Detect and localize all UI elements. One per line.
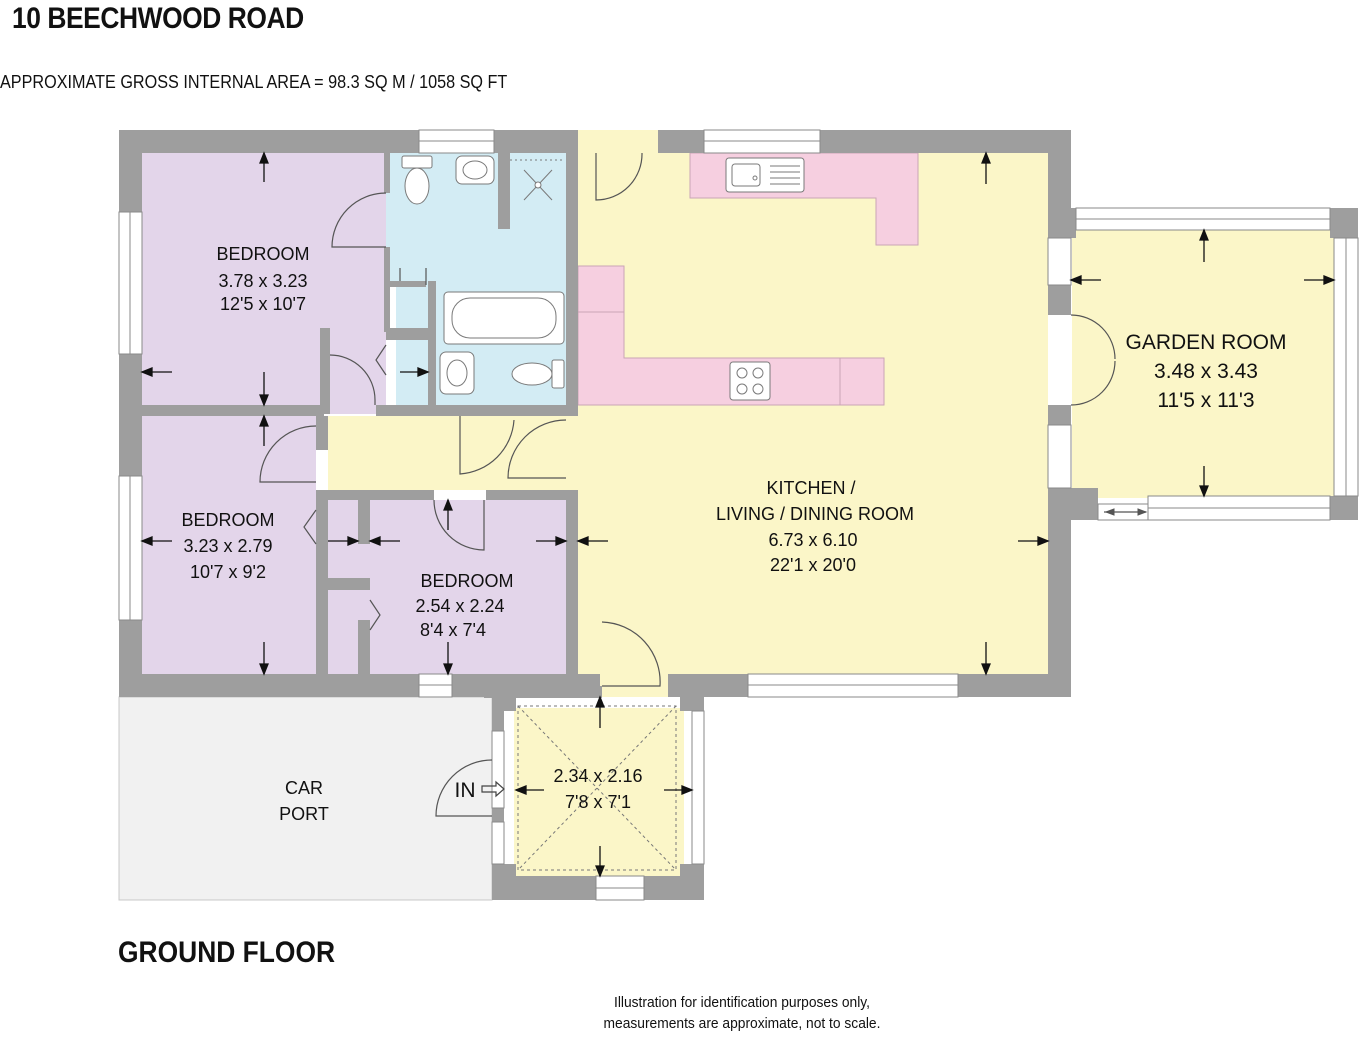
door-wardrobe1 [329,354,376,405]
car-port-line-1: CAR [285,778,323,798]
bedroom-2-area [142,416,316,674]
window-garden-left-bottom [1047,424,1072,489]
door-shower [399,268,427,285]
toilet-2-icon [511,359,565,389]
basin-icon [455,155,495,185]
bedroom-1-imperial: 12'5 x 10'7 [220,294,306,314]
door-bath-hall [459,416,515,475]
kitchen-name-line-1: KITCHEN / [766,478,855,498]
car-port-line-2: PORT [279,804,329,824]
property-title: 10 BEECHWOOD ROAD [12,2,304,35]
room-labels: BEDROOM 3.78 x 3.23 12'5 x 10'7 BEDROOM … [181,244,1286,824]
kitchen-metric: 6.73 x 6.10 [768,530,857,550]
door-wardrobe1b [375,344,387,376]
bedroom-1-wardrobe [328,340,386,414]
garden-room-metric: 3.48 x 3.43 [1154,360,1258,383]
windows [118,129,1359,901]
door-garden-double [1070,314,1116,406]
garden-room-name: GARDEN ROOM [1125,331,1286,354]
door-kitchen-hall [507,419,567,479]
door-wardrobe3 [369,599,381,631]
bedroom-2-imperial: 10'7 x 9'2 [190,562,266,582]
bath-icon [443,291,565,345]
window-porch-right [691,710,705,865]
disclaimer: Illustration for identification purposes… [567,992,917,1034]
toilet-icon [401,155,433,205]
entrance-arrow [481,780,505,798]
window-porch-left [491,730,505,809]
hob-icon [729,361,771,401]
disclaimer-line-1: Illustration for identification purposes… [614,994,870,1011]
window-porch-left-2 [491,821,505,865]
entrance-label: IN [455,779,476,802]
room-fills [118,130,1334,901]
door-porch [601,621,661,687]
bedroom-1-name: BEDROOM [216,244,309,264]
bedroom-3-imperial: 8'4 x 7'4 [420,620,486,640]
garden-door-arrow [1104,508,1148,516]
kitchen-imperial: 22'1 x 20'0 [770,555,856,575]
door-entrance [435,759,493,817]
garden-room-area [1072,230,1334,498]
doors [259,152,1146,817]
porch-imperial: 7'8 x 7'1 [565,792,631,812]
bedroom-2-name: BEDROOM [181,510,274,530]
disclaimer-line-2: measurements are approximate, not to sca… [603,1015,881,1032]
sink-icon [725,157,805,193]
porch-area [514,708,684,878]
gross-area-label: APPROXIMATE GROSS INTERNAL AREA = 98.3 S… [0,72,508,92]
garden-room-imperial: 11'5 x 11'3 [1157,389,1254,412]
car-port-area [118,696,493,901]
bedroom-1-metric: 3.78 x 3.23 [218,271,307,291]
kitchen-living-area [328,153,1048,697]
basin-2-icon [439,351,475,395]
fixtures [401,155,805,401]
kitchen-name-line-2: LIVING / DINING ROOM [716,504,914,524]
shower-icon [510,159,564,201]
bedroom-3-metric: 2.54 x 2.24 [415,596,504,616]
window-garden-left-top [1047,237,1072,286]
door-wardrobe2 [303,509,317,545]
bedroom-3-name: BEDROOM [420,571,513,591]
door-bedroom2 [259,425,317,483]
bedroom-2-metric: 3.23 x 2.79 [183,536,272,556]
porch-metric: 2.34 x 2.16 [553,766,642,786]
floor-label: GROUND FLOOR [118,936,336,969]
door-bedroom1 [331,192,387,248]
dimension-arrows [140,151,1336,878]
bedroom-3-area [370,500,567,674]
door-hall-top [595,152,643,201]
hall-strip [578,130,658,160]
door-bedroom3 [433,499,485,551]
